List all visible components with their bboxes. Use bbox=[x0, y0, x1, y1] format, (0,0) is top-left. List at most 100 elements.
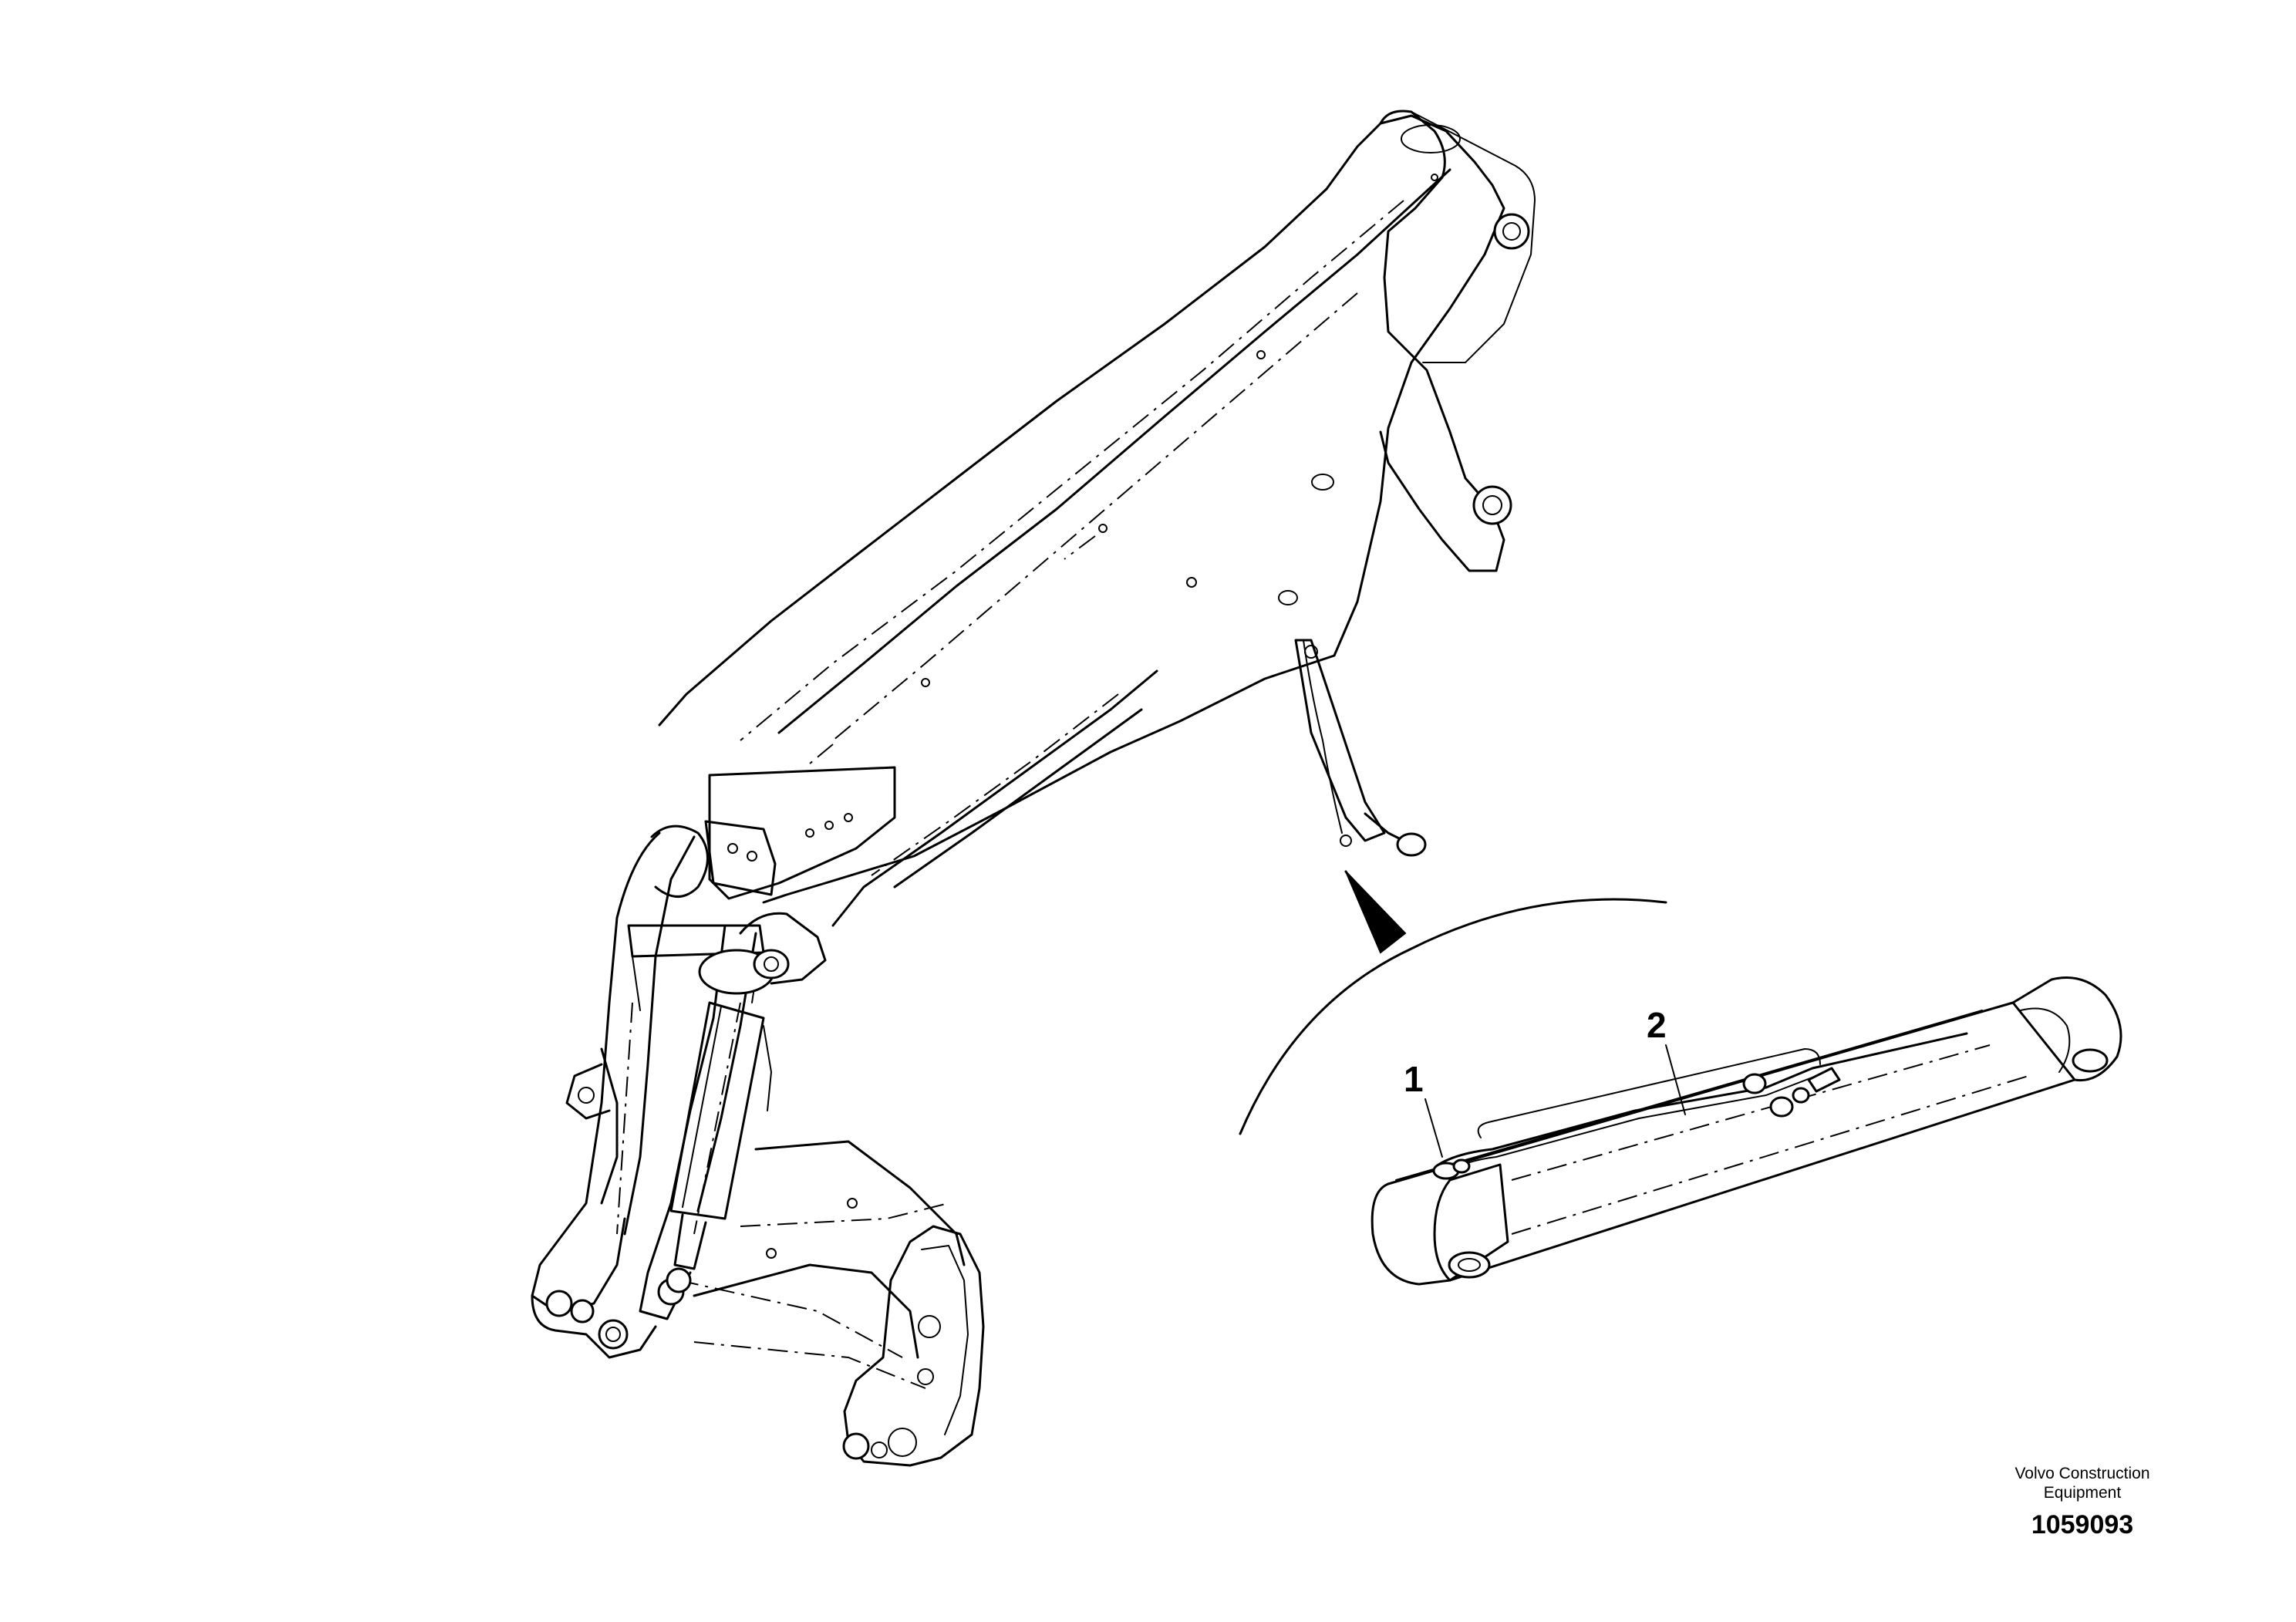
boom-hole-4 bbox=[1186, 577, 1197, 588]
lift-cylinder-barrel-line bbox=[682, 1006, 722, 1208]
coupler-pin-2 bbox=[871, 1442, 888, 1458]
detail-cylinder-barrel bbox=[1387, 1001, 2076, 1282]
detail-view-arc bbox=[1239, 898, 1667, 1135]
boom-cylinder-hose bbox=[1303, 639, 1343, 834]
callout-1-label: 1 bbox=[1404, 1059, 1424, 1099]
detail-cylinder-right-eye bbox=[2072, 1048, 2109, 1073]
boom-lower-section bbox=[831, 669, 1158, 927]
part-number: 1059093 bbox=[2031, 1510, 2134, 1539]
arm-left-front bbox=[600, 1047, 619, 1205]
coupler-hole-1 bbox=[918, 1315, 941, 1338]
coupler-hole-3 bbox=[888, 1428, 917, 1457]
callout-1-leader bbox=[1424, 1098, 1443, 1158]
boom-lower-section-2 bbox=[893, 708, 1143, 889]
boom-cylinder bbox=[1294, 639, 1427, 857]
arm-pin-left-1 bbox=[545, 1290, 573, 1317]
boom-hole-1 bbox=[1256, 350, 1266, 359]
brand-caption: Volvo Construction Equipment bbox=[1882, 1464, 2283, 1502]
coupler-plate bbox=[843, 1225, 985, 1467]
detail-fitting-mid-3 bbox=[1792, 1087, 1810, 1104]
lift-cylinder bbox=[666, 912, 827, 1293]
frame-bolt-2 bbox=[847, 1198, 858, 1209]
arm-pin-left-4 bbox=[605, 1327, 621, 1342]
boom-assembly bbox=[658, 110, 1536, 927]
lift-cylinder-head-pin bbox=[764, 956, 779, 972]
callout-2-label: 2 bbox=[1647, 1005, 1667, 1045]
boom-top-face-line bbox=[777, 168, 1451, 734]
boom-hidden-line-3 bbox=[809, 535, 1096, 764]
frame-carrier-dash-2 bbox=[693, 1341, 926, 1389]
detail-fitting-mid-1 bbox=[1742, 1073, 1767, 1094]
arm-left-foot bbox=[531, 1294, 657, 1359]
arm-pin-left-2 bbox=[570, 1299, 595, 1324]
callout-2-leader bbox=[1665, 1044, 1686, 1115]
lift-cylinder-lower-pin bbox=[666, 1267, 692, 1293]
bracket-hole-5 bbox=[747, 851, 757, 862]
detail-cylinder-left-cap bbox=[1371, 1179, 1451, 1286]
bracket-hole-2 bbox=[824, 821, 834, 830]
boom-cylinder-end-cap bbox=[1396, 832, 1427, 857]
boom-left-edge bbox=[658, 122, 1382, 727]
detail-cylinder-rod-end bbox=[2011, 976, 2122, 1082]
boom-lower-pin-core bbox=[1482, 495, 1502, 515]
arm-left-hole bbox=[578, 1087, 595, 1104]
detail-cylinder-barrel-top bbox=[1395, 1010, 1983, 1181]
boom-top-pin-core bbox=[1502, 222, 1521, 241]
frame-carrier-lower bbox=[693, 1263, 919, 1359]
coupler-hole-2 bbox=[917, 1368, 934, 1385]
detail-cylinder-left-eye bbox=[1448, 1251, 1491, 1279]
lift-cylinder-barrel bbox=[669, 1001, 765, 1220]
boom-hole-2 bbox=[1098, 524, 1108, 533]
brand-line-2: Equipment bbox=[2043, 1484, 2122, 1502]
callouts: 1 2 bbox=[1404, 1005, 1686, 1158]
boom-cylinder-fitting-2 bbox=[1340, 835, 1352, 847]
boom-top-boss bbox=[1401, 124, 1461, 153]
frame-dash-1 bbox=[616, 1002, 633, 1235]
detail-pointer bbox=[1239, 870, 1667, 1135]
arm-left-loop bbox=[650, 824, 709, 898]
boom-upper-beam bbox=[762, 114, 1505, 904]
detail-fitting-mid-2 bbox=[1769, 1096, 1794, 1118]
boom-end-plate bbox=[708, 766, 896, 900]
bracket-hole-3 bbox=[844, 813, 853, 822]
boom-nose-bracket bbox=[1379, 110, 1505, 572]
arm-left-tab bbox=[565, 1063, 611, 1120]
bracket-hole-4 bbox=[727, 843, 738, 854]
detail-fitting-left-2 bbox=[1452, 1158, 1471, 1174]
coupler-pin bbox=[842, 1432, 870, 1460]
boom-lower-pin bbox=[1472, 485, 1512, 525]
frame-carrier-upper bbox=[754, 1140, 966, 1266]
bracket-hole-1 bbox=[805, 828, 814, 838]
brand-line-1: Volvo Construction bbox=[2014, 1465, 2150, 1482]
boom-nose-plate bbox=[1411, 111, 1536, 363]
frame-bolt-1 bbox=[766, 1248, 777, 1259]
frame-carrier-dash-3 bbox=[678, 1280, 903, 1358]
arm-pin-left-3 bbox=[598, 1319, 629, 1350]
boom-top-pin bbox=[1493, 213, 1530, 250]
arm-left-upright bbox=[531, 831, 661, 1313]
boom-hidden-line-1 bbox=[740, 200, 1404, 741]
boom-end-bracket bbox=[704, 820, 777, 896]
boom-hidden-line-2 bbox=[832, 292, 1358, 741]
lift-cylinder-upper-bracket bbox=[739, 912, 827, 985]
boom-lower-dash bbox=[871, 693, 1119, 876]
lift-cylinder-rod bbox=[673, 1213, 707, 1270]
detail-cylinder-dash-2 bbox=[1511, 1075, 2029, 1235]
detail-arrow-head bbox=[1345, 871, 1407, 954]
detail-cylinder-left-eye-inner bbox=[1458, 1258, 1481, 1272]
frame-carrier-dash-1 bbox=[740, 1202, 949, 1227]
loader-arm-frame bbox=[531, 824, 985, 1467]
boom-hole-3 bbox=[921, 678, 930, 687]
coupler-plate-inner bbox=[921, 1245, 969, 1435]
boom-hole-5 bbox=[1431, 174, 1438, 181]
frame-dash-2 bbox=[693, 1002, 741, 1235]
boom-cylinder-body bbox=[1294, 639, 1386, 842]
lift-cylinder-head-cap bbox=[753, 949, 790, 980]
detail-cylinder-rod-end-inner bbox=[2020, 1007, 2071, 1073]
detail-cylinder-dash-1 bbox=[1511, 1044, 1991, 1181]
boom-boss-1 bbox=[1311, 474, 1334, 491]
boom-boss-2 bbox=[1278, 590, 1298, 605]
detail-hose-guide bbox=[1477, 1048, 1821, 1138]
lift-cylinder-hose bbox=[763, 1025, 772, 1111]
detail-hose bbox=[1437, 1032, 1968, 1166]
